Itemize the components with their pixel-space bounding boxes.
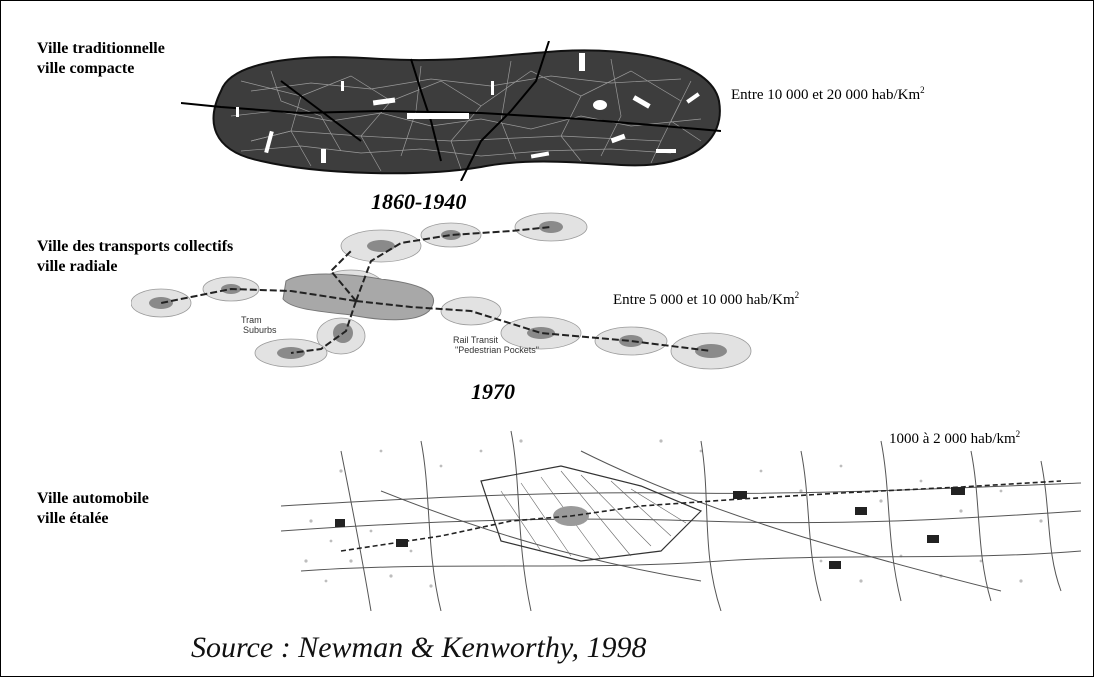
- compact-city-label: Ville traditionnelle ville compacte: [37, 39, 165, 79]
- compact-city-density-sup: 2: [920, 85, 925, 95]
- sprawl-city-roads: [281, 431, 1081, 611]
- year-label-1970: 1970: [471, 379, 515, 405]
- sprawl-city-label: Ville automobile ville étalée: [37, 489, 149, 529]
- sprawl-city-label-line1: Ville automobile: [37, 489, 149, 509]
- compact-city-label-line2: ville compacte: [37, 59, 165, 79]
- compact-city-label-line1: Ville traditionnelle: [37, 39, 165, 59]
- source-caption: Source : Newman & Kenworthy, 1998: [191, 631, 647, 665]
- sprawl-city-suburban-lots: [304, 439, 1042, 587]
- sprawl-city-hatched-area: [501, 471, 686, 559]
- sprawl-city-label-line2: ville étalée: [37, 509, 149, 529]
- compact-city-density-text: Entre 10 000 et 20 000 hab/Km: [731, 87, 920, 103]
- compact-city-density: Entre 10 000 et 20 000 hab/Km2: [731, 85, 925, 104]
- sprawl-city-map: [281, 411, 1081, 611]
- radial-city-map: Tram Suburbs Rail Transit "Pedestrian Po…: [131, 211, 761, 381]
- map-label-rail-transit: Rail Transit: [453, 335, 499, 345]
- compact-city-map: [181, 41, 721, 181]
- radial-city-density-sup: 2: [795, 290, 800, 300]
- map-label-suburbs: Suburbs: [243, 325, 277, 335]
- map-label-tram: Tram: [241, 315, 262, 325]
- map-label-pedestrian-pockets: "Pedestrian Pockets": [455, 345, 539, 355]
- sprawl-city-central-district: [481, 466, 701, 561]
